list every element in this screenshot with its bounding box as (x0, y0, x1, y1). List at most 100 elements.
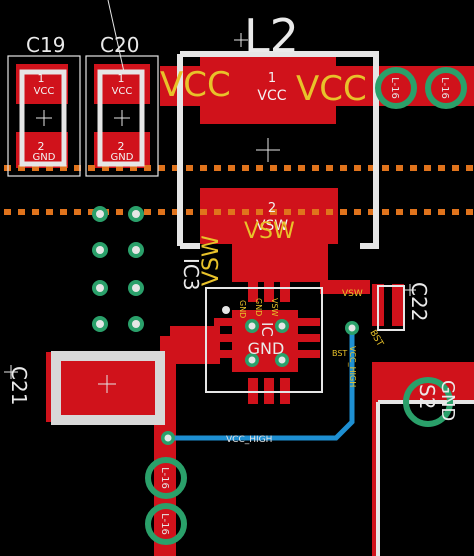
c19-pad2-net: GND (33, 152, 56, 163)
keepout-dot (32, 209, 39, 215)
svg-text:L-16: L-16 (159, 467, 170, 489)
ic3-center-net-1: IC (258, 322, 276, 337)
keepout-dot (368, 165, 375, 171)
keepout-dot (368, 209, 375, 215)
keepout-dot (116, 209, 123, 215)
via-grid (92, 206, 144, 332)
keepout-dot (60, 165, 67, 171)
keepout-lines (4, 165, 473, 215)
keepout-dot (340, 165, 347, 171)
c19-pad1-net: VCC (34, 86, 55, 97)
l2-pad1-num: 1 (268, 71, 276, 86)
svg-text:L-16: L-16 (159, 513, 170, 535)
keepout-dot (312, 165, 319, 171)
c20-designator: C20 (100, 33, 139, 57)
keepout-dot (158, 209, 165, 215)
keepout-dot (214, 165, 221, 171)
keepout-dot (326, 209, 333, 215)
vsw-vertical-label: VSW (199, 235, 224, 286)
keepout-dot (312, 209, 319, 215)
l2-pad2-num: 2 (268, 201, 276, 216)
vsw-l2-label: VSW (244, 219, 295, 244)
c21-designator: C21 (7, 366, 31, 405)
l2-pad-1[interactable] (200, 52, 336, 124)
ic3-pin-vcc-high: VCC_HIGH (348, 346, 357, 387)
vcc-right-label: VCC (296, 69, 367, 109)
keepout-dot (452, 209, 459, 215)
svg-text:L-16: L-16 (389, 77, 400, 99)
keepout-dot (410, 209, 417, 215)
keepout-dot (438, 209, 445, 215)
labelled-vias[interactable]: L-16 L-16 L-16 L-16 (145, 67, 467, 545)
keepout-dot (466, 165, 473, 171)
keepout-dot (144, 165, 151, 171)
ic3-pin-bst: BST (332, 349, 347, 358)
ic3-pin-gnd-b: GND (238, 300, 247, 318)
keepout-dot (4, 209, 11, 215)
keepout-dot (228, 209, 235, 215)
c22-net-bst: BST (367, 329, 385, 349)
s2-pad-net: GND (437, 380, 458, 421)
keepout-dot (354, 209, 361, 215)
via-hole (132, 210, 140, 218)
via-hole (132, 284, 140, 292)
keepout-dot (256, 209, 263, 215)
keepout-dot (466, 209, 473, 215)
via-hole (132, 246, 140, 254)
c20-pad1-num: 1 (118, 72, 125, 85)
c22-net-vsw: VSW (342, 289, 363, 299)
keepout-dot (74, 209, 81, 215)
l2-pad1-net: VCC (257, 88, 286, 104)
keepout-dot (298, 209, 305, 215)
keepout-dot (18, 209, 25, 215)
via-hole (96, 210, 104, 218)
via-top-right-a: L-16 (375, 67, 417, 109)
l2-pad-2[interactable] (200, 188, 338, 244)
vcc-high-bottom-trace (166, 328, 355, 441)
keepout-dot (102, 165, 109, 171)
keepout-dot (18, 165, 25, 171)
keepout-dot (60, 209, 67, 215)
svg-text:L-16: L-16 (439, 77, 450, 99)
c22-pad-2[interactable] (392, 284, 404, 326)
s2-pad (403, 377, 453, 427)
keepout-dot (270, 165, 277, 171)
keepout-dot (200, 165, 207, 171)
c19-pad2-num: 2 (38, 140, 45, 153)
keepout-dot (46, 165, 53, 171)
keepout-dot (116, 165, 123, 171)
keepout-dot (284, 209, 291, 215)
ic3-pin-gnd-a: GND (254, 298, 263, 316)
keepout-dot (452, 165, 459, 171)
keepout-dot (284, 165, 291, 171)
c20-pad1-net: VCC (112, 86, 133, 97)
keepout-dot (228, 165, 235, 171)
keepout-dot (256, 165, 263, 171)
keepout-dot (396, 209, 403, 215)
c21-trace-up (170, 326, 220, 340)
keepout-dot (158, 165, 165, 171)
keepout-dot (270, 209, 277, 215)
via-bottom-b: L-16 (145, 503, 187, 545)
vsw-trace-right (320, 280, 370, 294)
small-vias (161, 321, 359, 445)
l2-pad2-net: VSW (256, 218, 288, 234)
c21-pad[interactable] (46, 352, 164, 422)
top-copper (16, 52, 474, 556)
ic3-designator: IC3 (179, 258, 203, 291)
keepout-dot (242, 165, 249, 171)
keepout-dot (74, 165, 81, 171)
keepout-dot (200, 209, 207, 215)
via-hole (96, 320, 104, 328)
c20-pad2-net: GND (111, 152, 134, 163)
c19-pad1-num: 1 (38, 72, 45, 85)
keepout-dot (130, 165, 137, 171)
keepout-dot (186, 165, 193, 171)
keepout-dot (382, 209, 389, 215)
keepout-dot (424, 209, 431, 215)
keepout-dot (88, 209, 95, 215)
ic3-center-net-2: GND (248, 339, 285, 358)
keepout-dot (46, 209, 53, 215)
keepout-dot (354, 165, 361, 171)
